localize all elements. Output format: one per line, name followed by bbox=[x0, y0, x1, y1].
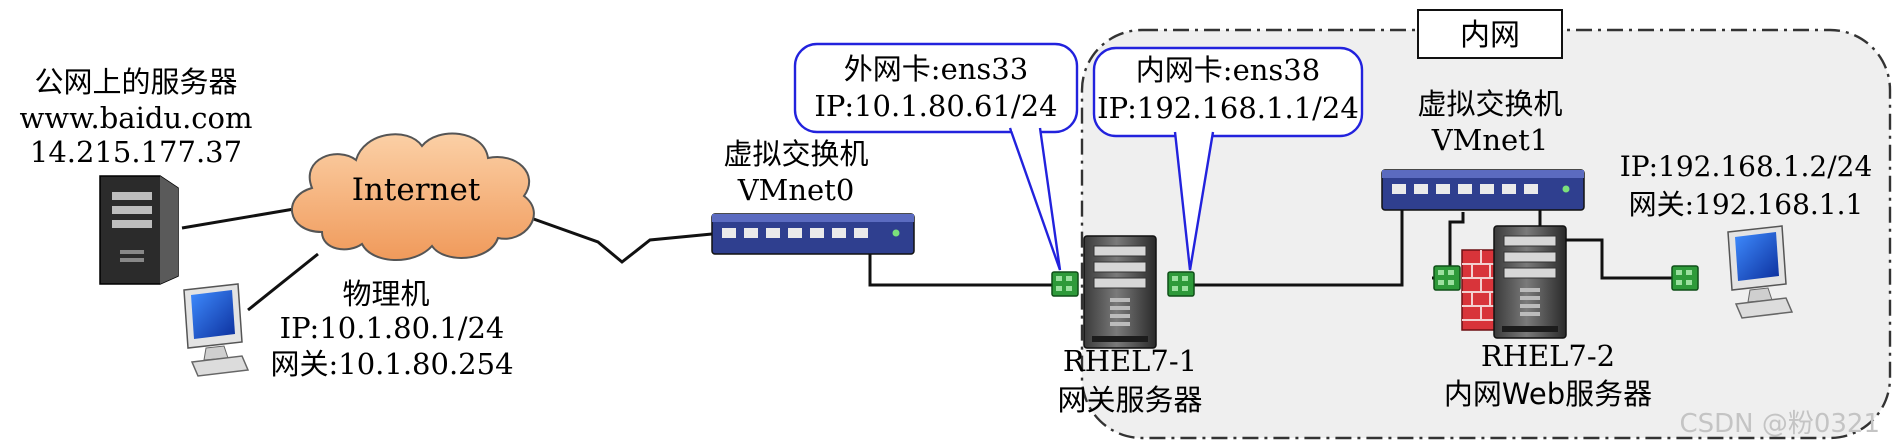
zone-label-box bbox=[1417, 9, 1563, 59]
physical-host-monitor-icon bbox=[183, 283, 249, 377]
callout-internal-nic-line2: IP:192.168.1.1/24 bbox=[1097, 91, 1359, 125]
public-server-ip: 14.215.177.37 bbox=[30, 135, 242, 169]
gateway-internal-nic-icon bbox=[1167, 271, 1195, 297]
public-server-icon bbox=[99, 175, 179, 285]
public-server-title: 公网上的服务器 bbox=[34, 65, 237, 99]
zone-label: 内网 bbox=[1460, 18, 1520, 53]
callout-external-nic-line2: IP:10.1.80.61/24 bbox=[814, 89, 1057, 123]
switch-vmnet1-icon bbox=[1381, 169, 1585, 211]
physical-host-title: 物理机 bbox=[342, 277, 429, 311]
physical-host-gateway: 网关:10.1.80.254 bbox=[270, 347, 513, 381]
gateway-server-name: RHEL7-1 bbox=[1063, 344, 1197, 378]
public-server-domain: www.baidu.com bbox=[19, 101, 252, 135]
callout-internal-nic-line1: 内网卡:ens38 bbox=[1136, 53, 1320, 87]
switch-vmnet1-title: 虚拟交换机 bbox=[1417, 87, 1562, 121]
gateway-server-tower-icon bbox=[1083, 235, 1157, 349]
callout-external-nic-line1: 外网卡:ens33 bbox=[844, 52, 1028, 86]
switch-vmnet0-title: 虚拟交换机 bbox=[723, 137, 868, 171]
callout-external-nic bbox=[793, 42, 1079, 271]
client-nic-icon bbox=[1671, 265, 1699, 291]
callout-internal-nic bbox=[1092, 46, 1364, 271]
web-server-role: 内网Web服务器 bbox=[1444, 377, 1652, 411]
switch-vmnet1-name: VMnet1 bbox=[1431, 123, 1549, 157]
web-server-tower-icon bbox=[1493, 225, 1567, 339]
gateway-server-role: 网关服务器 bbox=[1057, 383, 1202, 417]
internet-label: Internet bbox=[352, 172, 481, 208]
client-ip: IP:192.168.1.2/24 bbox=[1620, 150, 1873, 183]
gateway-external-nic-icon bbox=[1051, 271, 1079, 297]
web-server-name: RHEL7-2 bbox=[1481, 339, 1615, 373]
client-gateway: 网关:192.168.1.1 bbox=[1629, 188, 1864, 221]
switch-vmnet0-icon bbox=[711, 213, 915, 255]
client-monitor-icon bbox=[1727, 225, 1793, 319]
watermark: CSDN @粉0321 bbox=[1679, 409, 1880, 439]
internet-cloud-icon bbox=[290, 132, 535, 261]
physical-host-ip: IP:10.1.80.1/24 bbox=[280, 311, 505, 345]
web-server-nic-icon bbox=[1433, 265, 1461, 291]
switch-vmnet0-name: VMnet0 bbox=[737, 173, 855, 207]
